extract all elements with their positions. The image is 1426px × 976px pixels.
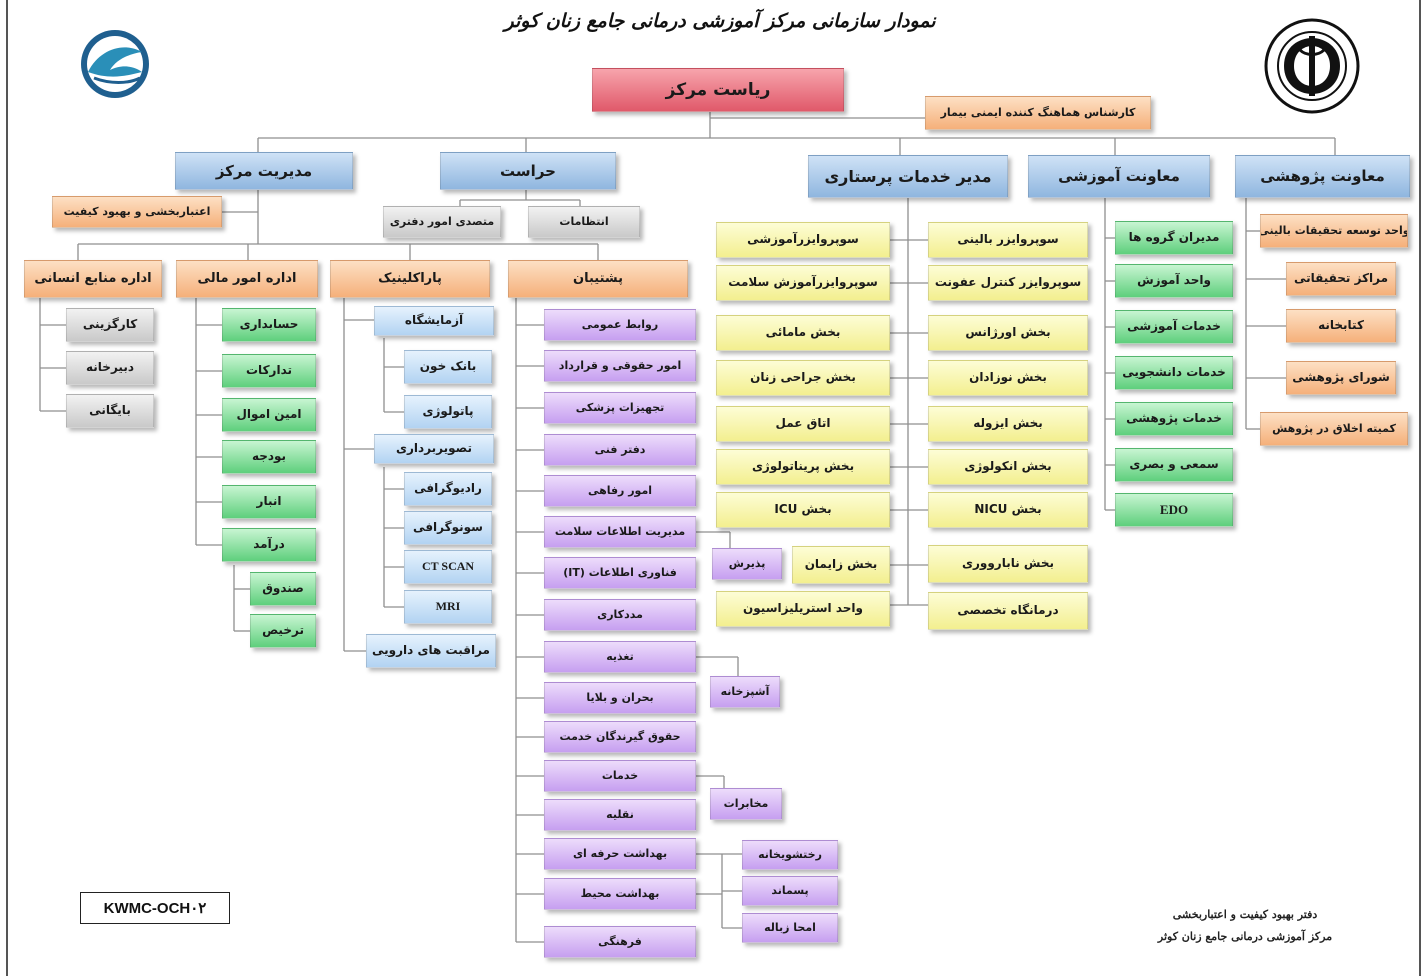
education-item[interactable]: خدمات پژوهشی [1115,402,1233,436]
document-code: KWMC-OCH۰۲ [80,892,230,924]
support-item[interactable]: حقوق گیرندگان خدمت [544,721,696,753]
left-border [6,0,8,976]
nursing-item[interactable]: بخش NICU [928,492,1088,528]
support-item[interactable]: دفتر فنی [544,434,696,466]
nursing-item[interactable]: بخش مامائی [716,315,890,351]
nursing-item[interactable]: اتاق عمل [716,406,890,442]
node-security-discipline[interactable]: انتظامات [528,206,640,238]
nursing-item[interactable]: بخش ایزوله [928,406,1088,442]
support-item[interactable]: امور حقوقی و قرارداد [544,350,696,382]
nursing-item[interactable]: سوپروایزرآموزشی [716,222,890,258]
node-admission[interactable]: پذیرش [712,548,782,580]
education-item[interactable]: سمعی و بصری [1115,448,1233,482]
hr-item[interactable]: بایگانی [66,394,154,428]
env-item[interactable]: پسماند [742,876,838,906]
support-item[interactable]: امور رفاهی [544,475,696,507]
finance-item[interactable]: تدارکات [222,354,316,388]
node-security[interactable]: حراست [440,152,616,190]
education-item[interactable]: مدیران گروه ها [1115,221,1233,255]
nursing-item[interactable]: بخش جراحی زنان [716,360,890,396]
university-seal-icon [1264,18,1360,114]
node-telecom[interactable]: مخابرات [710,788,782,820]
node-research[interactable]: معاونت پژوهشی [1235,155,1410,198]
nursing-item[interactable]: بخش پریناتولوژی [716,449,890,485]
node-nursing[interactable]: مدیر خدمات پرستاری [808,155,1008,198]
support-item[interactable]: فناوری اطلاعات (IT) [544,557,696,589]
right-border [1419,0,1421,976]
env-item[interactable]: رختشویخانه [742,840,838,870]
env-item[interactable]: امحا زباله [742,913,838,943]
nursing-item[interactable]: بخش انکولوژی [928,449,1088,485]
support-item[interactable]: روابط عمومی [544,309,696,341]
nursing-item[interactable]: درمانگاه تخصصی [928,592,1088,630]
support-item[interactable]: بهداشت محیط [544,878,696,910]
support-item[interactable]: مدیریت اطلاعات سلامت [544,516,696,548]
node-paraclinic[interactable]: پاراکلینیک [330,260,490,298]
education-item[interactable]: خدمات آموزشی [1115,310,1233,344]
research-item[interactable]: کمیته اخلاق در پژوهش [1260,412,1408,446]
node-support[interactable]: پشتیبان [508,260,688,298]
node-patient-safety[interactable]: کارشناس هماهنگ کننده ایمنی بیمار [925,96,1151,130]
income-item[interactable]: ترخیص [250,614,316,648]
support-item[interactable]: بهداشت حرفه ای [544,838,696,870]
research-item[interactable]: واحد توسعه تحقیقات بالینی [1260,214,1408,248]
nursing-item[interactable]: واحد استریلیزاسیون [716,591,890,627]
nursing-item[interactable]: سوپروایزر بالینی [928,222,1088,258]
imaging-item[interactable]: رادیوگرافی [404,472,492,506]
node-accreditation[interactable]: اعتباربخشی و بهبود کیفیت [52,196,222,228]
footer-line-1: دفتر بهبود کیفیت و اعتباربخشی [1172,908,1318,921]
hr-item[interactable]: کارگزینی [66,308,154,342]
support-item[interactable]: مددکاری [544,599,696,631]
hr-item[interactable]: دبیرخانه [66,351,154,385]
node-imaging[interactable]: تصویربرداری [374,434,494,464]
support-item[interactable]: بحران و بلایا [544,682,696,714]
nursing-item[interactable]: بخش ICU [716,492,890,528]
nursing-item[interactable]: بخش نوزادان [928,360,1088,396]
support-item[interactable]: تغذیه [544,641,696,673]
node-education[interactable]: معاونت آموزشی [1028,155,1210,198]
imaging-item[interactable]: CT SCAN [404,550,492,584]
finance-item[interactable]: امین اموال [222,398,316,432]
education-item[interactable]: واحد آموزش [1115,264,1233,298]
support-item[interactable]: نقلیه [544,799,696,831]
node-management[interactable]: مدیریت مرکز [175,152,353,190]
nursing-item[interactable]: بخش زایمان [792,546,890,584]
finance-item[interactable]: حسابداری [222,308,316,342]
finance-item[interactable]: درآمد [222,528,316,562]
node-hr[interactable]: اداره منابع انسانی [24,260,162,298]
nursing-item[interactable]: بخش اورژانس [928,315,1088,351]
support-item[interactable]: تجهیزات پزشکی [544,392,696,424]
node-kitchen[interactable]: آشپزخانه [710,676,780,708]
chart-title: نمودار سازمانی مرکز آموزشی درمانی جامع ز… [504,10,936,32]
education-item[interactable]: خدمات دانشجویی [1115,356,1233,390]
lab-item[interactable]: بانک خون [404,350,492,384]
footer-line-2: مرکز آموزشی درمانی جامع زنان کوثر [1157,930,1333,943]
nursing-item[interactable]: سوپروایزر کنترل عفونت [928,265,1088,301]
support-item[interactable]: فرهنگی [544,926,696,958]
research-item[interactable]: کتابخانه [1286,309,1396,343]
research-item[interactable]: مراکز تحقیقاتی [1286,262,1396,296]
node-pharmacy[interactable]: مراقبت های دارویی [366,634,496,668]
nursing-item[interactable]: بخش نابارووری [928,545,1088,583]
node-head[interactable]: ریاست مرکز [592,68,844,112]
research-item[interactable]: شورای پژوهشی [1286,361,1396,395]
node-security-office[interactable]: متصدی امور دفتری [383,206,501,238]
finance-item[interactable]: انبار [222,485,316,519]
finance-item[interactable]: بودجه [222,440,316,474]
node-lab[interactable]: آزمایشگاه [374,306,494,336]
imaging-item[interactable]: سونوگرافی [404,511,492,545]
nursing-item[interactable]: سوپروایزرآموزش سلامت [716,265,890,301]
node-finance[interactable]: اداره امور مالی [176,260,318,298]
lab-item[interactable]: پاتولوژی [404,395,492,429]
imaging-item[interactable]: MRI [404,590,492,624]
income-item[interactable]: صندوق [250,572,316,606]
support-item[interactable]: خدمات [544,760,696,792]
education-item[interactable]: EDO [1115,493,1233,527]
dove-logo-icon [81,30,149,98]
